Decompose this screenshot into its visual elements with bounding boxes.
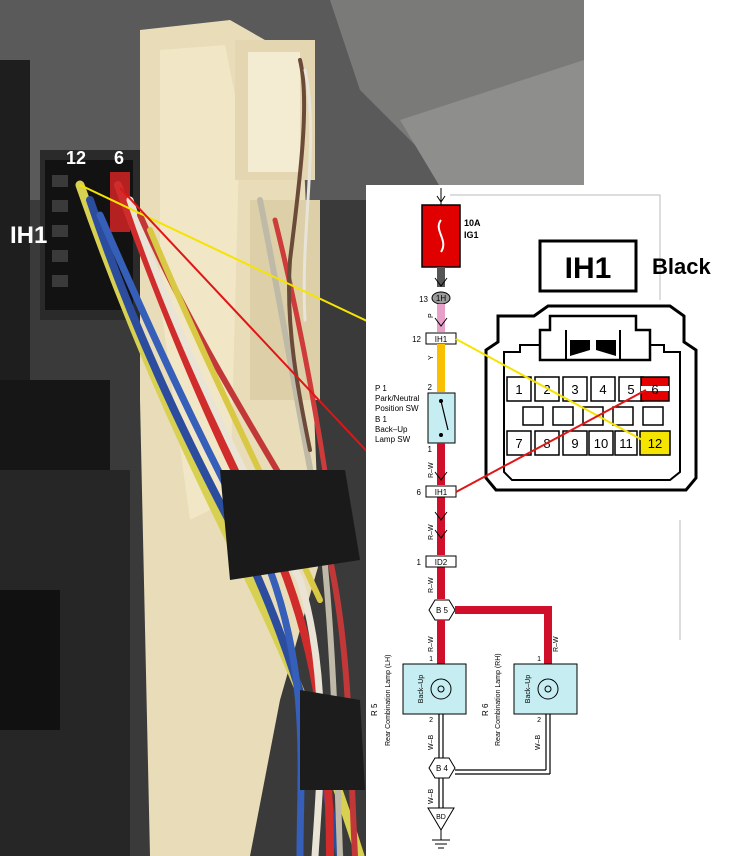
connector-title: IH1 (565, 252, 612, 285)
pointer-line-pin6-photo (119, 187, 406, 493)
ground-bd (427, 807, 455, 831)
fuse-rating: 10A (464, 218, 481, 228)
lamp-lh-name: Rear Combination Lamp (LH) (385, 655, 392, 746)
switch-pin-bottom: 1 (428, 445, 433, 454)
lamp-lh-backup: Back–Up (418, 675, 425, 704)
connector-title-box (538, 239, 638, 293)
lamp-rh-pin: 1 (537, 656, 541, 663)
pin-9 (562, 430, 588, 456)
pin-7-label: 7 (515, 436, 522, 451)
photo-pin12-label: 12 (66, 148, 87, 168)
lamp-rh-backup: Back–Up (525, 675, 532, 704)
wire-wb-label-1: W–B (428, 735, 435, 751)
pin-11-label: 11 (619, 436, 633, 451)
ih1-bottom-pin: 6 (417, 488, 422, 497)
harness-photo (0, 0, 584, 856)
lamp-rh-ground-pin: 2 (537, 717, 541, 724)
ih1-top-label: IH1 (435, 335, 448, 344)
junction-b4 (428, 757, 456, 779)
fuse-name: IG1 (464, 230, 479, 240)
wire-rw-label-1: R–W (428, 462, 435, 478)
lamp-lh (402, 663, 467, 715)
wiring-schematic: 10A IG1 1H 13 P IH1 12 Y 2 P 1 Park/Neut… (366, 185, 733, 856)
ground-bd-label: BD (436, 814, 446, 821)
pin-5-label: 5 (627, 382, 634, 397)
switch-line-1: P 1 (375, 384, 387, 393)
pin-2 (534, 376, 560, 402)
pin-3-label: 3 (571, 382, 578, 397)
lamp-rh-name: Rear Combination Lamp (RH) (495, 653, 502, 746)
wire-p-label: P (428, 313, 435, 318)
wire-red-main (437, 443, 445, 599)
wire-rw-label-3: R–W (428, 577, 435, 593)
pin-10-label: 10 (594, 436, 608, 451)
lamp-lh-code: R 5 (370, 703, 379, 716)
wire-wb-label-3: W–B (428, 789, 435, 805)
pin-3 (562, 376, 588, 402)
pin-1-label: 1 (515, 382, 522, 397)
switch-line-6: Lamp SW (375, 435, 411, 444)
junction-b5-label: B 5 (436, 606, 449, 615)
wire-yellow (437, 344, 445, 392)
id2-label: ID2 (435, 558, 448, 567)
wire-red-branch (437, 606, 552, 664)
pin-6-label: 6 (651, 382, 658, 397)
pointer-line-pin12-schematic (455, 338, 649, 444)
wire-rw-label-2: R–W (428, 524, 435, 540)
pin-2-label: 2 (543, 382, 550, 397)
photo-pin6-label: 6 (114, 148, 125, 168)
connector-color-name: Black (652, 254, 711, 279)
lamp-lh-ground-pin: 2 (429, 717, 433, 724)
switch-line-5: Back–Up (375, 425, 408, 434)
pin-4-label: 4 (599, 382, 606, 397)
junction-b4-label: B 4 (436, 764, 449, 773)
wire-wb-label-2: W–B (535, 735, 542, 751)
junction-b5 (428, 599, 456, 621)
pointer-line-pin6-schematic (455, 389, 647, 493)
switch-line-3: Position SW (375, 404, 419, 413)
wire-ground (438, 714, 551, 808)
switch-pin-top: 2 (428, 383, 433, 392)
lamp-lh-pin: 1 (429, 656, 433, 663)
pin-12 (639, 430, 671, 456)
lamp-rh-code: R 6 (481, 703, 490, 716)
pin-12-label: 12 (648, 436, 662, 451)
wire-rw-label-4: R–W (428, 636, 435, 652)
photo-connector-label: IH1 (10, 222, 48, 249)
id2-pin: 1 (417, 558, 422, 567)
switch-line-2: Park/Neutral (375, 394, 420, 403)
pin-7 (506, 430, 532, 456)
id2-connector (425, 555, 457, 568)
pin-9-label: 9 (571, 436, 578, 451)
wire-y-label: Y (428, 355, 435, 360)
pin-10 (588, 430, 614, 456)
pin-4 (590, 376, 616, 402)
wire-rw-label-5: R–W (553, 636, 560, 652)
junction-1H-pin: 13 (419, 295, 428, 304)
junction-1H-label: 1H (436, 294, 446, 303)
pointer-line-pin12-photo (79, 184, 406, 340)
ih1-top-pin: 12 (412, 335, 421, 344)
ih1-bottom-label: IH1 (435, 488, 448, 497)
switch-line-4: B 1 (375, 415, 388, 424)
pin-1 (506, 376, 532, 402)
